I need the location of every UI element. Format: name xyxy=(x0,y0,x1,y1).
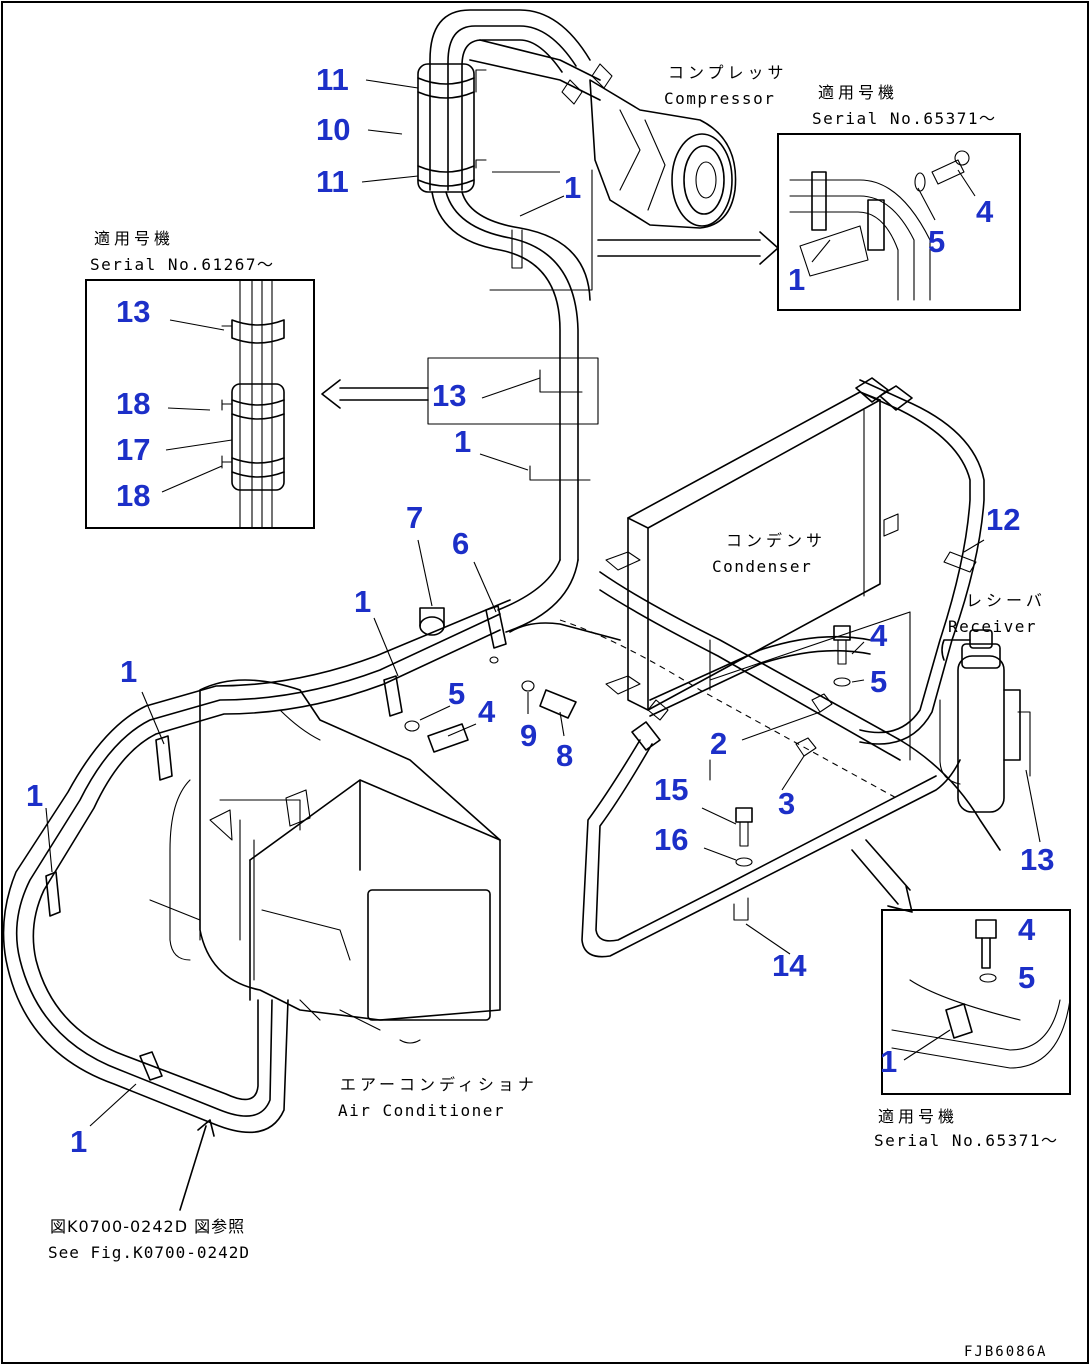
callout-2: 2 xyxy=(710,726,727,761)
compressor-label-jp: コンプレッサ xyxy=(668,63,788,82)
inset-left-title: 適用号機 xyxy=(94,229,174,248)
callout-1-bottom-left: 1 xyxy=(70,1124,87,1159)
air-conditioner-body xyxy=(149,679,501,1044)
inset-bottom-right-serial: Serial No.65371～ xyxy=(874,1131,1059,1150)
callout-1-compressor: 1 xyxy=(564,170,581,205)
inset-left-serial: Serial No.61267～ xyxy=(90,255,275,274)
callout-1-center: 1 xyxy=(454,424,471,459)
callout-12: 12 xyxy=(986,502,1020,537)
arrow-to-inset-top xyxy=(597,231,779,265)
lower-liquid-line xyxy=(581,721,961,958)
reference-label-en: See Fig.K0700-0242D xyxy=(48,1243,250,1262)
drawing-code: FJB6086A xyxy=(964,1344,1047,1360)
callout-8: 8 xyxy=(556,738,573,773)
arrow-to-inset-bottom xyxy=(851,839,913,913)
callout-11-top: 11 xyxy=(316,62,349,97)
inset-bottom-right-title: 適用号機 xyxy=(878,1107,958,1126)
callout-15: 15 xyxy=(654,772,688,807)
callout-1-inset-bottom: 1 xyxy=(880,1044,897,1079)
callout-17: 17 xyxy=(116,432,150,467)
reference-label-jp: 図K0700-0242D 図参照 xyxy=(50,1217,245,1236)
callout-18-lower: 18 xyxy=(116,478,150,513)
callout-13-center: 13 xyxy=(432,378,466,413)
callout-13-right: 13 xyxy=(1020,842,1054,877)
clamp-1-mid xyxy=(529,465,591,481)
callout-1-far-left: 1 xyxy=(26,778,43,813)
callout-5-center: 5 xyxy=(448,676,465,711)
callout-14: 14 xyxy=(772,948,807,983)
condenser-body xyxy=(605,391,899,721)
condenser-label-en: Condenser xyxy=(712,557,812,576)
callout-4-inset-top: 4 xyxy=(976,194,994,229)
callout-1-left-upper: 1 xyxy=(354,584,371,619)
receiver-label-en: Receiver xyxy=(948,617,1037,636)
callout-5-inset-top: 5 xyxy=(928,224,945,259)
reference-arrow xyxy=(179,1119,215,1211)
air-conditioner-label-jp: エアーコンディショナ xyxy=(340,1075,538,1094)
callout-7: 7 xyxy=(406,500,423,535)
right-discharge-line xyxy=(559,571,1001,851)
clamp-13 xyxy=(539,369,583,393)
inset-top-right-title: 適用号機 xyxy=(818,83,898,102)
callout-18-upper: 18 xyxy=(116,386,150,421)
condenser-label-jp: コンデンサ xyxy=(726,531,826,550)
inset-top-right-serial: Serial No.65371～ xyxy=(812,109,997,128)
callout-11-bottom: 11 xyxy=(316,164,349,199)
callout-1-inset-top: 1 xyxy=(788,262,805,297)
receiver-label-jp: レシーバ xyxy=(966,591,1046,610)
callout-6: 6 xyxy=(452,526,469,561)
inset-bottom-right xyxy=(881,909,1071,1095)
detail-box-13 xyxy=(427,357,599,425)
callout-16: 16 xyxy=(654,822,688,857)
compressor-body xyxy=(561,63,737,229)
compressor-hose-group xyxy=(417,9,601,561)
fastener-group-center xyxy=(404,607,577,753)
fastener-group-right xyxy=(735,625,851,867)
callout-10: 10 xyxy=(316,112,350,147)
callout-5-right: 5 xyxy=(870,664,887,699)
condenser-receiver-piping xyxy=(649,377,985,757)
callout-4-right: 4 xyxy=(870,618,888,653)
inset-top-right xyxy=(777,133,1021,311)
callout-1-left-mid: 1 xyxy=(120,654,137,689)
air-conditioner-label-en: Air Conditioner xyxy=(338,1101,505,1120)
left-suction-lines xyxy=(2,559,621,1134)
compressor-label-en: Compressor xyxy=(664,89,775,108)
arrow-to-inset-left xyxy=(321,379,429,409)
callout-4-center: 4 xyxy=(478,694,496,729)
callout-leaders xyxy=(45,79,1041,1127)
detail-marker xyxy=(489,169,593,291)
inset-left xyxy=(85,279,315,529)
callout-4-inset-bottom: 4 xyxy=(1018,912,1036,947)
callout-5-inset-bottom: 5 xyxy=(1018,960,1035,995)
callout-9: 9 xyxy=(520,718,537,753)
callout-13-inset-left: 13 xyxy=(116,294,150,329)
callout-3: 3 xyxy=(778,786,795,821)
